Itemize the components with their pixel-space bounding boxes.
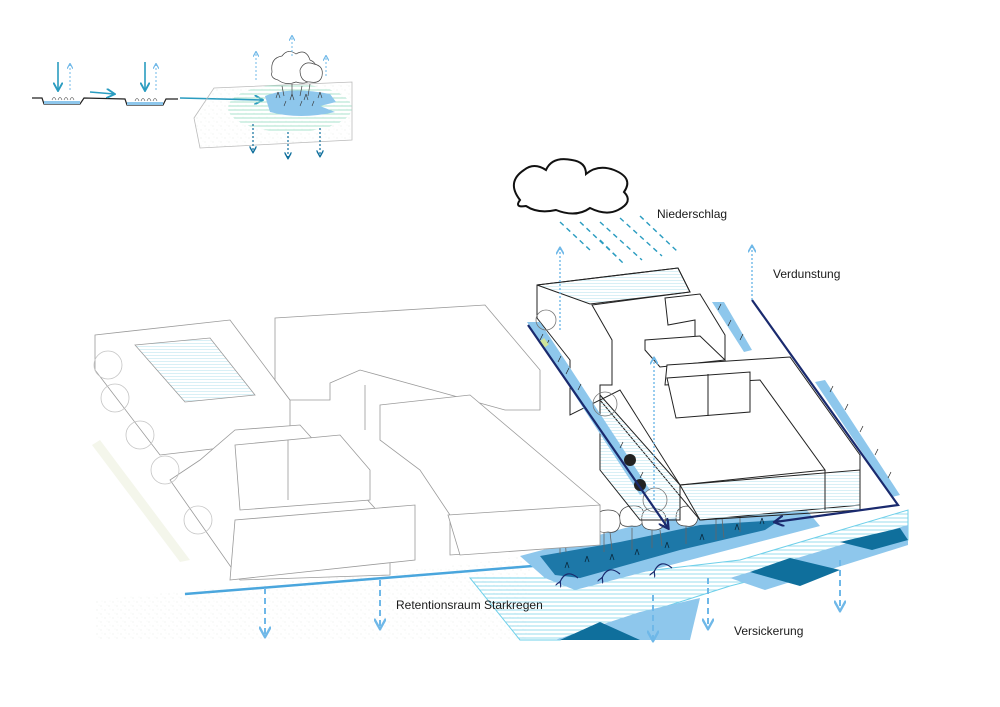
schematic-inset — [32, 36, 353, 158]
infiltration-swale-dark — [750, 558, 840, 586]
label-evaporation: Verdunstung — [773, 267, 841, 281]
bioswale-right — [815, 380, 900, 497]
tree-icon — [535, 309, 668, 513]
runoff-arrow-icon — [751, 299, 900, 522]
label-precipitation: Niederschlag — [657, 207, 728, 221]
infiltration-curve-arrow-icon — [654, 563, 673, 572]
infiltration-swale-dark — [560, 622, 640, 640]
swale-water-2 — [127, 102, 163, 105]
cloud-icon — [513, 158, 629, 215]
evaporation-arrows — [560, 246, 752, 500]
runoff-arrow-icon — [89, 92, 114, 94]
swale-water-1 — [44, 101, 80, 104]
ground-plane — [92, 440, 546, 640]
label-infiltration: Versickerung — [734, 624, 804, 638]
retention-basin-water — [540, 520, 780, 578]
bioswale-strips — [527, 302, 900, 513]
infiltration-swale-dark — [840, 528, 908, 550]
bioswale-upper — [712, 302, 752, 352]
infiltration-strips — [468, 509, 909, 641]
bioswale-left — [527, 322, 650, 495]
rain-dashes — [559, 215, 679, 266]
infiltration-arrows — [265, 560, 840, 640]
label-retention: Retentionsraum Starkregen — [396, 598, 543, 612]
infiltration-curve-arrow-icon — [560, 573, 579, 582]
street-trees — [93, 350, 213, 535]
tree-icon — [271, 51, 323, 97]
infiltration-curve-arrow-icon — [602, 569, 621, 578]
street-drain — [184, 563, 546, 596]
building-block — [274, 304, 541, 411]
runoff-arrow-icon — [527, 324, 668, 528]
